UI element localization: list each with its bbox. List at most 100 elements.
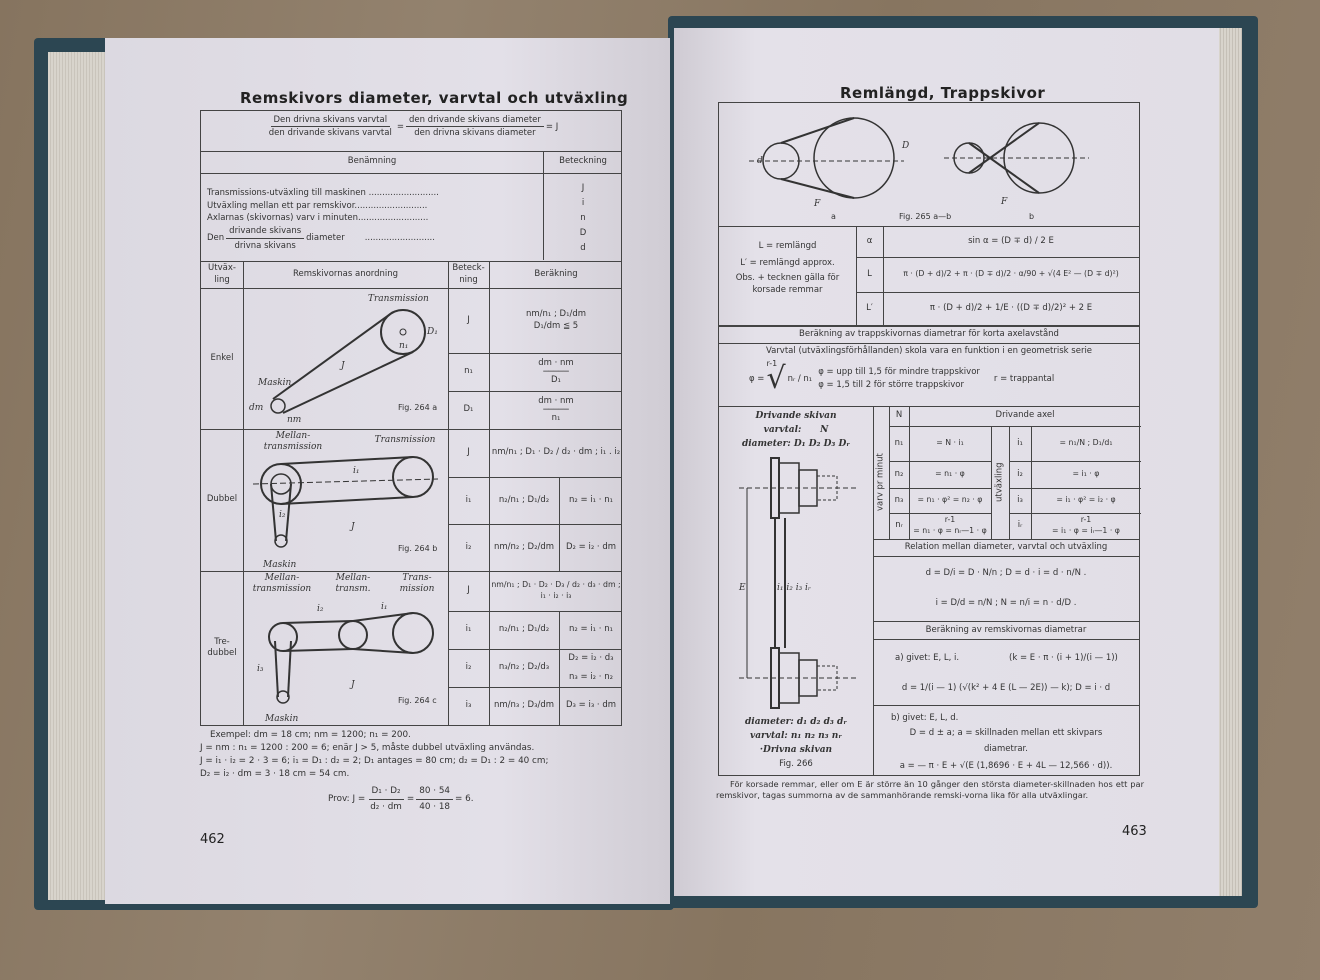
b-line-1: D = d ± a; a = skillnaden mellan ett ski… [909, 728, 1103, 739]
label-F: F [1000, 197, 1008, 207]
figure-caption: Fig. 266 [779, 759, 813, 769]
label-i2: i₂ [317, 604, 324, 614]
speed-symbol: nᵣ [895, 520, 903, 531]
label-intermediate-transmission: Mellan- transmission [263, 431, 323, 452]
legend-label: Axlarnas (skivornas) varv i minuten.....… [207, 213, 429, 223]
row-calculation: nm/n₁ ; D₁/dm D₁/dm ≦ 5 [525, 309, 587, 331]
phi-r-note: r = trappantal [993, 373, 1055, 384]
driven-speeds: varvtal: n₁ n₂ n₃ nᵣ [749, 731, 843, 741]
driving-pulley-label: Drivande skivan [755, 411, 837, 421]
row-calculation: nm/n₃ ; D₃/dm [493, 700, 555, 711]
label-machine: Maskin [262, 560, 297, 570]
footnote: För korsade remmar, eller om E är större… [716, 779, 1144, 800]
symbol: n [580, 213, 586, 223]
speed-formula: = n₁ · φ² = n₂ · φ [917, 495, 983, 505]
legend-symbols: J i n D d [543, 181, 623, 256]
legend-label: diameter [306, 233, 345, 244]
row-symbol: L [867, 268, 872, 279]
header-ratio: Utväx- ling [208, 263, 236, 285]
figure-266-step-pulleys: E i₁ i₂ i₃ iᵣ [738, 457, 859, 709]
row-calculation: dm · nm ───── n₁ [538, 396, 574, 424]
phi-radicand: nᵣ / n₁ [787, 373, 813, 384]
left-page-title: Remskivors diameter, varvtal och utväxli… [240, 89, 629, 107]
row-calculation: nm/n₁ ; D₁ · D₂ / d₂ · dm ; i₁ . i₂ [491, 447, 621, 458]
label-belt: J [349, 522, 356, 532]
label-intermediate-transmission: Mellan- transmission [252, 573, 312, 594]
row-calculation: dm · nm ───── D₁ [538, 358, 574, 386]
formula-denominator: den drivna skivans diameter [414, 128, 536, 138]
label-machine: Maskin [257, 378, 292, 388]
label-dm: dm [249, 403, 263, 413]
group-name: Tre- dubbel [207, 636, 237, 658]
label-machine: Maskin [264, 714, 299, 724]
legend-label: Den [207, 233, 225, 244]
label-D: D [901, 141, 909, 151]
example-line: D₂ = i₂ · dm = 3 · 18 cm = 54 cm. [200, 769, 350, 779]
speed-formula: = N · i₁ [936, 438, 964, 448]
diameter-label: diameter: [741, 439, 791, 449]
phi-case: φ = 1,5 till 2 för större trappskivor [818, 379, 965, 390]
ratio-formula: = i₁ · φ² = i₂ · φ [1056, 495, 1116, 505]
right-page-title: Remlängd, Trappskivor [840, 84, 1046, 102]
figure-266-bottom: diameter: d₁ d₂ d₃ dᵣ varvtal: n₁ n₂ n₃ … [719, 715, 873, 771]
row-derived: D₂ = i₂ · d₃ n₃ = i₂ · n₂ [568, 653, 614, 682]
col-name-header: Benämning [347, 156, 397, 167]
symbol: D [579, 228, 587, 238]
example-text: Exempel: dm = 18 cm; nm = 1200; n₁ = 200… [200, 729, 548, 781]
figure-265-belt-drives: F F d D a Fig. 265 a—b b [749, 117, 1089, 221]
row-symbol: D₁ [463, 404, 474, 415]
row-formula: sin α = (D ∓ d) / 2 E [968, 235, 1054, 246]
legend-dots: .......................... [364, 233, 435, 244]
note: L′ = remlängd approx. [740, 258, 835, 268]
given-a: a) givet: E, L, i. [895, 653, 960, 663]
row-symbol: i₂ [465, 541, 472, 552]
row-symbol: J [467, 447, 470, 458]
legend-label: Utväxling mellan ett par remskivor......… [207, 200, 428, 211]
speed-table: varv pr minut N Drivande axel utväxling … [873, 406, 1141, 539]
row-calculation: nm/n₁ ; D₁ · D₂ · D₃ / d₂ · d₃ · dm ; i₁… [491, 580, 621, 600]
label-i1: i₁ [353, 466, 360, 476]
ratio-symbol: i₁ [1017, 437, 1023, 448]
side-label-ratio: utväxling [994, 462, 1005, 503]
symbol: J [581, 183, 585, 193]
page-number-right: 463 [1122, 824, 1147, 839]
example-line: J = i₁ · i₂ = 2 · 3 = 6; i₁ = D₁ : d₂ = … [200, 756, 549, 766]
speed-symbol: n₃ [894, 494, 904, 505]
driven-pulley-label: ·Drivna skivan [759, 745, 833, 755]
label-i2: i₂ [279, 510, 286, 520]
belt-notes: L = remlängd L′ = remlängd approx. Obs. … [719, 238, 856, 296]
root-sign: √r-1 [766, 359, 786, 396]
proof-label: Prov: J = [328, 794, 366, 804]
row-calculation: n₂/n₁ ; D₁/d₂ [498, 624, 550, 635]
label-F: F [813, 199, 821, 209]
given-b: b) givet: E, L, d. [891, 713, 959, 723]
row-derived: D₃ = i₃ · dm [565, 700, 617, 711]
row-symbol: J [467, 314, 470, 325]
speed-formula: r-1 = n₁ · φ = nᵣ—1 · φ [913, 515, 987, 535]
label-transmission: Trans- mission [399, 573, 435, 594]
label-transmission: Transmission [374, 435, 436, 445]
row-calculation: nm/n₂ ; D₂/dm [493, 541, 555, 552]
row-derived: n₂ = i₁ · n₁ [569, 624, 613, 635]
row-symbol: α [866, 235, 873, 246]
proof-denominator: 40 · 18 [419, 802, 451, 812]
row-symbol: i₁ [465, 624, 472, 635]
label-n1: n₁ [399, 341, 408, 351]
proof-eq: = [406, 794, 415, 804]
col-symbol-header: Beteckning [559, 156, 607, 167]
row-symbol: J [467, 585, 470, 596]
legend-denominator: drivna skivans [234, 241, 296, 251]
side-label-speed: varv pr minut [875, 453, 886, 512]
section-step-pulleys: Beräkning av trappskivornas diametrar fö… [799, 328, 1059, 339]
symbol: i [581, 198, 585, 208]
driven-diameters: diameter: d₁ d₂ d₃ dᵣ [745, 717, 847, 727]
row-derived: D₂ = i₂ · dm [565, 541, 617, 552]
group-name: Dubbel [206, 494, 238, 505]
label-d: d [757, 156, 763, 166]
header-symbol: Beteck- ning [452, 263, 485, 285]
geometric-note: Varvtal (utväxlingsförhållanden) skola v… [765, 345, 1093, 356]
formula-eq: = [396, 121, 404, 132]
phi-formula: φ = √r-1 nᵣ / n₁ φ = upp till 1,5 för mi… [749, 359, 1055, 396]
proof-numerator: D₁ · D₂ [368, 785, 404, 800]
